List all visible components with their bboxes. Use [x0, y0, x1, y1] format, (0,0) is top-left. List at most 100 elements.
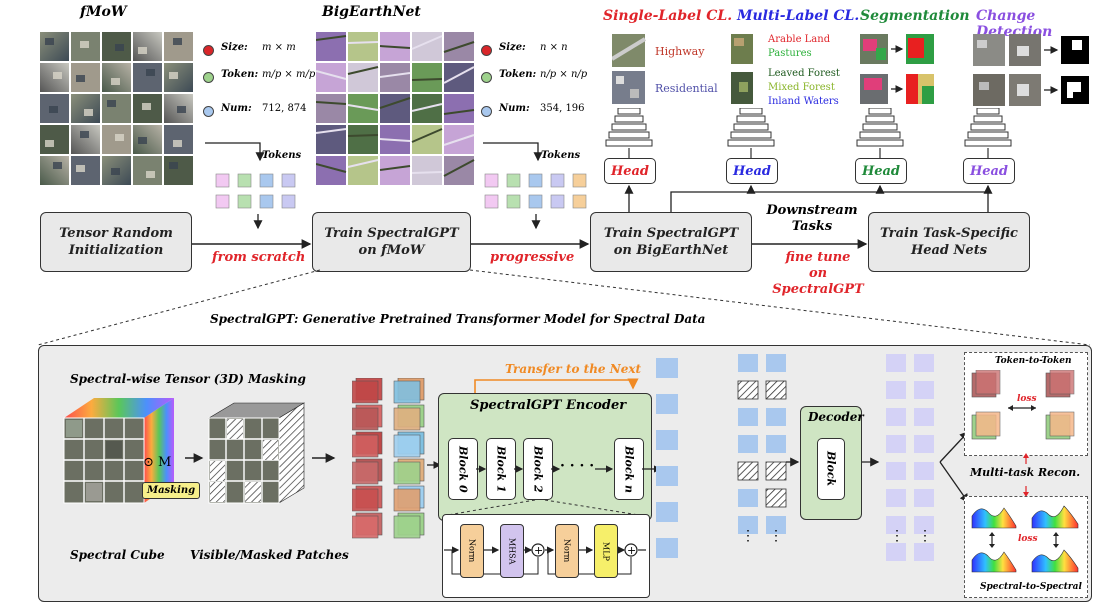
satellite-tile-detail [443, 41, 475, 53]
reconstructed-token [914, 408, 934, 426]
satellite-tile-detail [411, 171, 443, 174]
satellite-tile-detail [347, 134, 379, 137]
satellite-tile [40, 32, 69, 61]
token-square [738, 516, 758, 534]
norm-label: Norm [467, 539, 477, 563]
fmow-token-label: Token: [221, 69, 259, 80]
masked-token [765, 380, 787, 400]
head-layer [733, 123, 769, 131]
satellite-tile [164, 63, 193, 92]
head-layer [964, 139, 1012, 147]
token-bullet [203, 72, 214, 83]
satellite-tile [348, 125, 378, 154]
masked-token [765, 461, 787, 481]
svg-text:+: + [627, 544, 636, 557]
tensor-init-box: Tensor Random Initialization [40, 212, 192, 272]
ben-num-value: 354, 196 [540, 103, 585, 114]
train-bigearthnet-box: Train SpectralGPT on BigEarthNet [590, 212, 752, 272]
block-ellipsis: · · · · [560, 458, 595, 474]
spectral-curves [971, 505, 1079, 573]
satellite-tile [412, 156, 442, 185]
token-square [738, 354, 758, 372]
token-square [766, 408, 786, 426]
satellite-tile [412, 63, 442, 92]
satellite-tile-detail [107, 100, 116, 107]
satellite-tile-detail [84, 109, 93, 116]
patch [393, 461, 421, 485]
multi-label-item: Inland Waters [768, 96, 839, 107]
satellite-tile-detail [316, 128, 347, 134]
satellite-tile-detail [80, 131, 89, 138]
reconstructed-token [886, 489, 906, 507]
satellite-tile-detail [411, 78, 443, 81]
head-layer [617, 108, 641, 115]
patch [352, 380, 379, 404]
train-fmow-box: Train SpectralGPT on fMoW [312, 212, 471, 272]
satellite-tile [71, 94, 100, 123]
change-detection-thumbs [973, 34, 1089, 106]
head-layer [859, 131, 901, 139]
satellite-tile [133, 63, 162, 92]
reconstructed-token [886, 435, 906, 453]
head-layer [976, 108, 1000, 115]
satellite-tile-detail [49, 106, 58, 113]
single-label-head: Head [604, 158, 656, 184]
ben-token-value: n/p × n/p [540, 69, 588, 80]
token-bullet [481, 72, 492, 83]
downstream-label: Downstream Tasks [766, 203, 858, 234]
reconstructed-token [914, 381, 934, 399]
satellite-tile-detail [347, 104, 379, 111]
reconstructed-token [886, 516, 906, 534]
encoder-connectors [427, 378, 639, 469]
satellite-tile-detail [115, 44, 124, 51]
single-label-thumbs [612, 34, 647, 104]
head-layer [614, 115, 644, 123]
satellite-tile [133, 156, 162, 185]
satellite-tile-detail [443, 159, 475, 177]
block-arrows [476, 465, 662, 473]
norm-label: Norm [562, 539, 572, 563]
satellite-tile-detail [146, 69, 155, 76]
head-layer [973, 115, 1003, 123]
token-to-token-cubes [971, 370, 1075, 440]
head-layer [970, 123, 1006, 131]
satellite-tile-detail [316, 163, 347, 173]
satellite-tile-detail [76, 165, 85, 172]
satellite-tile-detail [76, 75, 85, 82]
satellite-tile [102, 63, 131, 92]
satellite-tile-detail [443, 109, 475, 115]
multi-label-head: Head [726, 158, 778, 184]
patch-column [352, 378, 425, 539]
block-detail-connectors [441, 499, 646, 517]
head-layer [727, 139, 775, 147]
segmentation-title: Segmentation [860, 8, 970, 24]
satellite-tile-detail [411, 35, 443, 50]
single-label-item: Highway [655, 45, 705, 58]
satellite-tile-detail [173, 140, 182, 147]
satellite-tile-detail [443, 134, 475, 146]
patch [352, 488, 379, 512]
multitask-arrows [1023, 453, 1029, 497]
encoder-block-1: Block 1 [486, 438, 516, 500]
head-layer [730, 131, 772, 139]
multi-label-item: Pastures [768, 48, 812, 59]
svg-text:+: + [534, 544, 543, 557]
head-layer [605, 139, 653, 147]
block-label: Block 1 [494, 445, 508, 493]
vdots: ⋮ [769, 528, 783, 544]
t2t-loss-label: loss [1017, 394, 1037, 404]
satellite-tile [71, 156, 100, 185]
ben-size-value: n × n [540, 42, 568, 53]
token-square [738, 489, 758, 507]
satellite-tile-detail [347, 159, 379, 168]
reconstructed-token [914, 489, 934, 507]
token-square [766, 435, 786, 453]
satellite-tile-detail [169, 162, 178, 169]
satellite-tile [40, 156, 69, 185]
masked-token [765, 488, 787, 508]
satellite-tile-detail [115, 134, 124, 141]
satellite-tile-detail [111, 168, 120, 175]
token-square [738, 408, 758, 426]
satellite-tile-detail [379, 165, 411, 171]
multitask-recon-label: Multi-task Recon. [970, 466, 1081, 479]
